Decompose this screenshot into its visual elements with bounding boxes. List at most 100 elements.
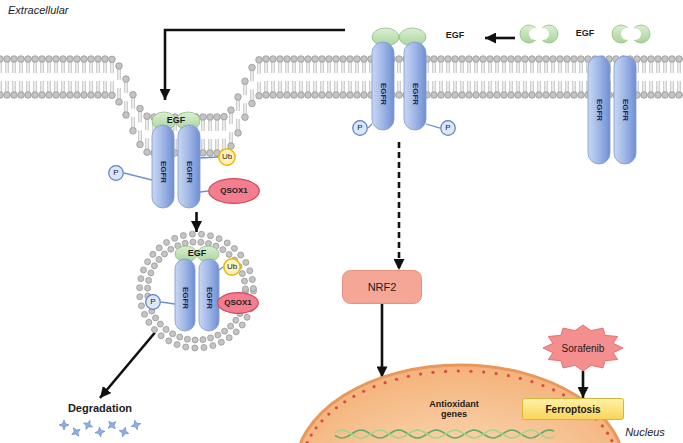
lipid-head: [361, 92, 368, 99]
lipid-head: [242, 286, 248, 292]
lipid-head: [228, 323, 234, 329]
lipid-head: [431, 92, 438, 99]
lipid-head: [151, 327, 157, 333]
lipid-head: [508, 92, 515, 99]
lipid-head: [501, 92, 508, 99]
lipid-head: [340, 56, 347, 63]
lipid-head: [116, 63, 123, 70]
vesicle-lumen: [144, 238, 250, 344]
lipid-head: [312, 92, 319, 99]
nuclear-pore: [383, 381, 386, 384]
nuclear-pore: [362, 390, 365, 393]
lipid-head: [192, 337, 198, 343]
lipid-head: [452, 56, 459, 63]
egf-ligands: EGF: [515, 14, 655, 48]
dna-strand: [335, 430, 554, 438]
lipid-head: [662, 92, 669, 99]
lipid-head: [210, 343, 216, 349]
lipid-head: [174, 342, 180, 348]
nuclear-pore: [530, 380, 533, 383]
lipid-head: [183, 344, 189, 350]
region-label: Extracellular: [8, 4, 69, 16]
lipid-head: [146, 277, 152, 283]
lipid-head: [137, 294, 143, 300]
lipid-head: [655, 92, 662, 99]
nuclear-pore: [601, 424, 604, 427]
dna-strand: [335, 430, 554, 438]
lipid-head: [226, 251, 232, 257]
lipid-head: [298, 92, 305, 99]
lipid-head: [347, 92, 354, 99]
linker-stub: [426, 124, 440, 128]
lipid-head: [102, 92, 109, 99]
nuclear-pore: [457, 369, 460, 372]
node-text: P: [445, 124, 450, 133]
lipid-head: [543, 56, 550, 63]
nuclear-pore: [495, 372, 498, 375]
linker-stub: [200, 157, 218, 158]
lipid-head: [11, 56, 18, 63]
lipid-head: [4, 56, 11, 63]
nuclear-pore: [327, 413, 330, 416]
lipid-head: [445, 56, 452, 63]
egfr-monomer: [614, 56, 636, 164]
starburst-shape: [543, 325, 623, 371]
node-text: Nucleus: [625, 426, 665, 438]
lipid-head: [180, 233, 186, 239]
lipid-head: [151, 263, 157, 269]
node-text: Ub: [227, 263, 237, 272]
lipid-head: [198, 231, 204, 237]
qsox1-ellipse: QSOX1: [208, 178, 260, 204]
lipid-head: [305, 92, 312, 99]
lipid-head: [277, 92, 284, 99]
lipid-head: [207, 114, 214, 121]
nuclear-pore: [552, 388, 555, 391]
lipid-head: [67, 92, 74, 99]
lipid-head: [239, 322, 245, 328]
lipid-head: [291, 56, 298, 63]
node-text: EGFR: [411, 83, 420, 105]
lipid-head: [270, 56, 277, 63]
ligand-notch: [629, 28, 641, 40]
receptor-complex: EGFEGFREGFRPUbQSOX1: [100, 100, 262, 212]
lipid-head: [18, 92, 25, 99]
ubiquitin-shape: [219, 149, 235, 165]
lipid-head: [0, 56, 3, 63]
lipid-head: [305, 56, 312, 63]
lipid-head: [238, 252, 244, 258]
lipid-head: [146, 319, 152, 325]
lipid-head: [32, 56, 39, 63]
lipid-head: [326, 56, 333, 63]
nuclear-pore: [610, 439, 613, 442]
protein-fragment: [108, 421, 116, 429]
node-text: QSOX1: [224, 299, 252, 308]
lipid-head: [641, 56, 648, 63]
ligand-notch: [537, 28, 549, 40]
nuclear-pore: [310, 434, 313, 437]
drug-star: Sorafenib: [543, 325, 623, 371]
lipid-head: [4, 92, 11, 99]
lipid-head: [81, 92, 88, 99]
node-text: EGFR: [379, 83, 388, 105]
arrow-connector: [485, 37, 515, 40]
nuclear-pore: [507, 374, 510, 377]
lipid-head: [153, 315, 159, 321]
egfr-monomer: [372, 42, 394, 130]
lipid-head: [473, 56, 480, 63]
phospho-circle: P: [352, 120, 368, 136]
lipid-head: [648, 92, 655, 99]
node-text: EGFR: [205, 287, 214, 309]
arrow-connector: [398, 142, 401, 270]
nrf2-box: NRF2: [342, 270, 422, 304]
lipid-head: [361, 56, 368, 63]
lipid-head: [578, 56, 585, 63]
lipid-head: [494, 56, 501, 63]
nuclear-pore: [320, 419, 323, 422]
lipid-head: [145, 285, 151, 291]
nuclear-pore: [431, 371, 434, 374]
lipid-head: [190, 239, 196, 245]
linker-stub: [200, 191, 208, 192]
